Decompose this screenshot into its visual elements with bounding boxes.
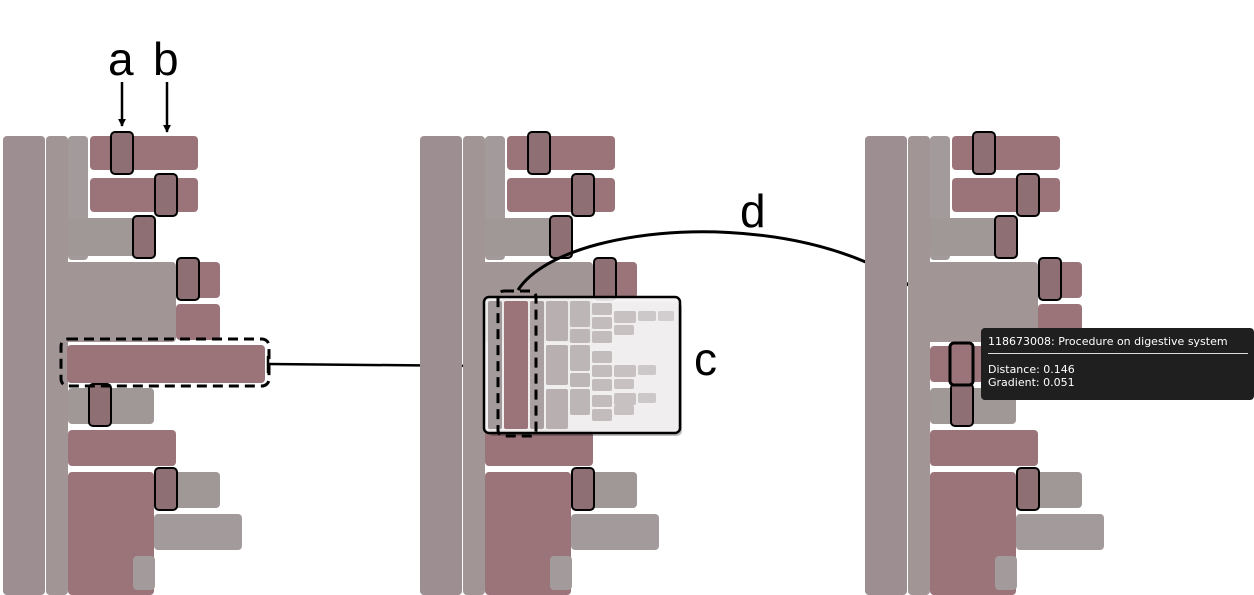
node-row-2[interactable] (952, 178, 1060, 212)
level2-column[interactable] (46, 136, 68, 595)
tooltip-gradient: Gradient: 0.051 (988, 376, 1075, 389)
label-c: c (694, 333, 717, 385)
node-row-9[interactable] (68, 472, 154, 595)
marker[interactable] (154, 173, 178, 217)
node-b[interactable] (90, 136, 198, 170)
node-row-12[interactable] (550, 556, 572, 590)
tooltip-distance: Distance: 0.146 (988, 363, 1075, 376)
marker[interactable] (88, 383, 112, 427)
marker[interactable] (1016, 467, 1040, 511)
marker[interactable] (972, 131, 996, 175)
node-tooltip: 118673008: Procedure on digestive system… (981, 328, 1254, 400)
level2-column[interactable] (908, 136, 930, 595)
root-column[interactable] (3, 136, 45, 595)
level3-block-wide[interactable] (46, 262, 176, 342)
icicle-panel-left (3, 131, 271, 595)
node-row-12[interactable] (995, 556, 1017, 590)
node-row-11[interactable] (154, 514, 242, 550)
node-row-1[interactable] (952, 136, 1060, 170)
level3-block-wide[interactable] (908, 262, 1038, 342)
level2-column[interactable] (463, 136, 485, 595)
marker[interactable] (132, 215, 156, 259)
marker[interactable] (527, 131, 551, 175)
marker[interactable] (994, 215, 1018, 259)
subtree-popup[interactable] (482, 289, 682, 438)
marker[interactable] (176, 257, 200, 301)
marker[interactable] (950, 383, 974, 427)
marker[interactable] (593, 257, 617, 301)
node-selected-bar[interactable] (67, 345, 265, 383)
node-row-8[interactable] (930, 430, 1038, 466)
icicle-panel-middle (420, 131, 682, 595)
marker[interactable] (571, 467, 595, 511)
label-a: a (108, 33, 134, 85)
node-row-2[interactable] (507, 178, 615, 212)
marker-a[interactable] (110, 131, 134, 175)
label-d: d (740, 185, 766, 237)
node-row-9[interactable] (930, 472, 1016, 595)
node-row-9[interactable] (485, 472, 571, 595)
marker[interactable] (154, 467, 178, 511)
marker[interactable] (1038, 257, 1062, 301)
node-row-5[interactable] (176, 304, 220, 340)
root-column[interactable] (420, 136, 462, 595)
node-row-11[interactable] (1016, 514, 1104, 550)
node-row-1[interactable] (507, 136, 615, 170)
marker[interactable] (571, 173, 595, 217)
hovered-node[interactable] (948, 341, 975, 387)
node-row-8[interactable] (68, 430, 176, 466)
dashed-popup-selection (496, 289, 538, 438)
marker[interactable] (549, 215, 573, 259)
root-column[interactable] (865, 136, 907, 595)
node-row-8[interactable] (485, 430, 593, 466)
node-row-2[interactable] (90, 178, 198, 212)
node-row-12[interactable] (133, 556, 155, 590)
marker[interactable] (1016, 173, 1040, 217)
node-row-11[interactable] (571, 514, 659, 550)
tooltip-title: 118673008: Procedure on digestive system (988, 335, 1248, 354)
dashed-selection (59, 337, 271, 388)
label-b: b (153, 33, 179, 85)
